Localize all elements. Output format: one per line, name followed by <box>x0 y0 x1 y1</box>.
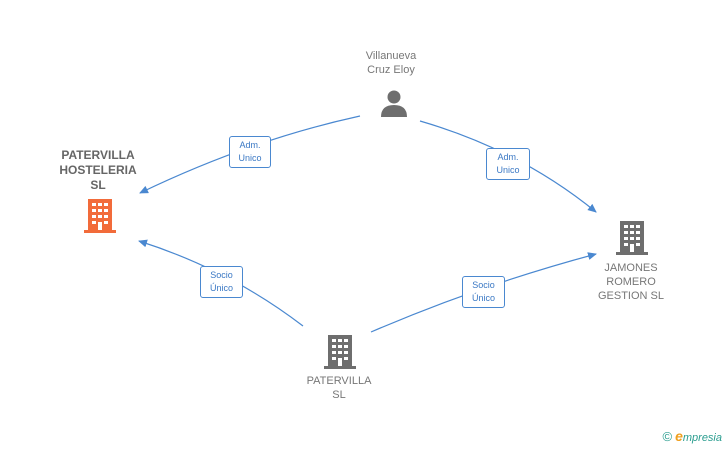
node-label-jamones-romero[interactable]: JAMONES ROMERO GESTION SL <box>597 262 665 302</box>
building-icon[interactable] <box>83 198 117 234</box>
node-label-person[interactable]: Villanueva Cruz Eloy <box>365 50 417 76</box>
node-label-patervilla-sl[interactable]: PATERVILLA SL <box>306 375 372 401</box>
building-icon[interactable] <box>323 334 357 370</box>
copyright-symbol: © <box>662 428 673 444</box>
edge-label-adm-unico-2: Adm. Unico <box>486 148 530 180</box>
edge-label-socio-unico-1: Socio Único <box>200 266 243 298</box>
brand-watermark: © empresia <box>662 428 722 444</box>
building-icon[interactable] <box>615 220 649 256</box>
edge-label-adm-unico-1: Adm. Unico <box>229 136 271 168</box>
person-icon[interactable] <box>379 88 409 118</box>
edge-label-socio-unico-2: Socio Único <box>462 276 505 308</box>
node-label-patervilla-hosteleria[interactable]: PATERVILLA HOSTELERIA SL <box>59 148 137 192</box>
brand-logo: empresia <box>675 428 722 444</box>
